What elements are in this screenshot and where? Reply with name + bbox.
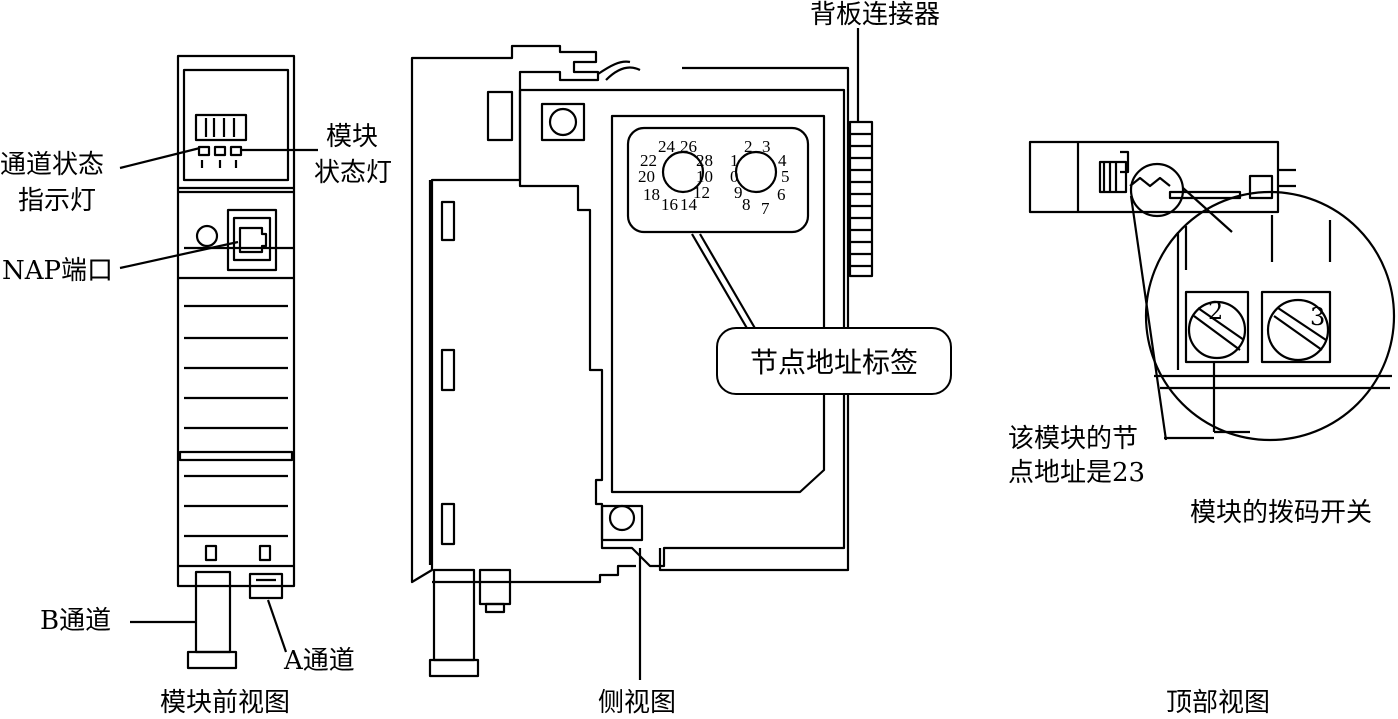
- label-backplane-connector: 背板连接器: [810, 0, 941, 30]
- label-node-address: 节点地址标签: [749, 346, 918, 379]
- label-nap-port: NAP端口: [2, 256, 114, 286]
- dial-num: 22: [640, 151, 657, 170]
- magnified-dip-switch: [1144, 190, 1396, 442]
- dial-num: 20: [638, 167, 655, 186]
- label-node-address-is-line2: 点地址是23: [1008, 458, 1146, 488]
- dial-left: [661, 150, 705, 194]
- top-view-drawing: [1028, 140, 1396, 442]
- label-node-address-is-line1: 该模块的节: [1008, 424, 1139, 454]
- backplane-connector: [848, 120, 874, 278]
- dial-num: 28: [696, 151, 713, 170]
- dial-num: 26: [680, 137, 697, 156]
- dial-num: 6: [777, 185, 786, 204]
- dial-num: 14: [680, 195, 697, 214]
- label-dip-switch: 模块的拨码开关: [1190, 498, 1373, 528]
- label-channel-status-line1: 通道状态: [0, 150, 105, 180]
- dial-num: 8: [742, 195, 751, 214]
- label-module-status-line2: 状态灯: [314, 158, 393, 188]
- module-status-led: [229, 145, 243, 157]
- front-view-drawing: [176, 54, 296, 670]
- node-address-label: [626, 126, 810, 234]
- dial-num: 7: [761, 199, 770, 218]
- channel-status-leds: [194, 113, 248, 142]
- dial-num: 16: [661, 195, 678, 214]
- label-channel-b: B通道: [40, 606, 112, 636]
- dip-switch-2: [1184, 290, 1250, 364]
- side-screw-icon-top: [548, 107, 578, 137]
- dial-num: 4: [778, 151, 787, 170]
- switch-digit-3: 3: [1310, 303, 1326, 331]
- label-channel-status-line2: 指示灯: [18, 186, 97, 216]
- dial-num: 12: [693, 183, 710, 202]
- caption-top-view: 顶部视图: [1166, 688, 1271, 718]
- dial-num: 5: [781, 167, 790, 186]
- dial-num: 1: [730, 151, 739, 170]
- dial-num: 9: [734, 183, 743, 202]
- channel-b-connector: [194, 570, 232, 654]
- dial-num: 10: [696, 167, 713, 186]
- side-view-drawing: [410, 28, 874, 680]
- dial-num: 3: [762, 137, 771, 156]
- dial-num: 18: [643, 185, 660, 204]
- front-screw-icon: [195, 224, 219, 248]
- dial-num: 0: [730, 167, 739, 186]
- dial-right: [734, 150, 778, 194]
- top-module-body: [1028, 140, 1280, 214]
- nap-port: [226, 208, 278, 272]
- front-module-body: [176, 54, 296, 588]
- dial-num: 24: [658, 137, 675, 156]
- switch-digit-2: 2: [1208, 297, 1224, 325]
- caption-front-view: 模块前视图: [160, 688, 291, 718]
- node-address-callout: 节点地址标签: [716, 327, 952, 395]
- label-channel-a: A通道: [284, 646, 355, 676]
- front-leader-lines: [119, 146, 318, 653]
- magnify-source-circle: [1129, 162, 1185, 218]
- caption-side-view: 侧视图: [598, 688, 677, 718]
- dip-switch-3: [1260, 290, 1332, 364]
- dial-num: 2: [744, 137, 753, 156]
- channel-a-connector: [248, 572, 284, 600]
- side-screw-icon-bottom: [608, 504, 636, 532]
- label-module-status-line1: 模块: [326, 122, 379, 152]
